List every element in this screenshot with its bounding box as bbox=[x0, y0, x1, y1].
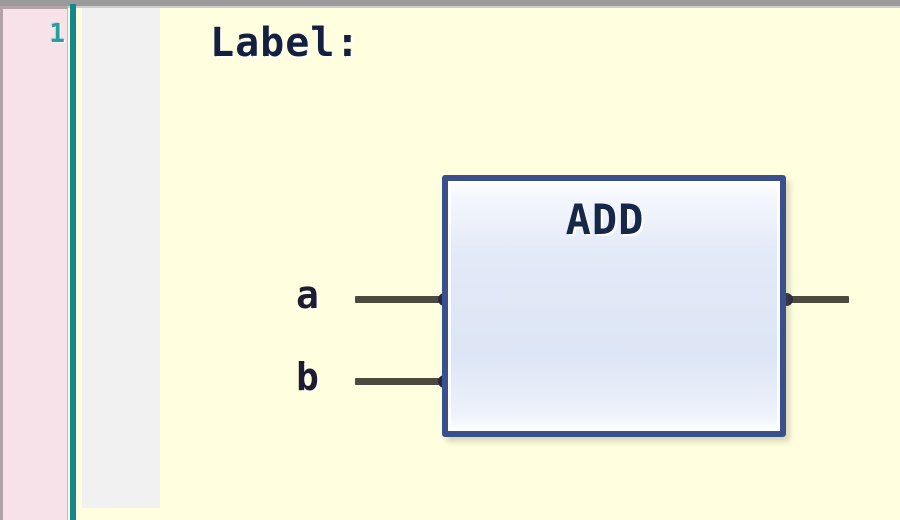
fbd-canvas[interactable]: Label: a b ADD bbox=[160, 8, 900, 520]
wire-input-a[interactable] bbox=[355, 296, 445, 303]
network-selection-rail[interactable] bbox=[70, 4, 76, 520]
line-number-gutter[interactable]: 1 bbox=[0, 6, 68, 520]
wire-output[interactable] bbox=[787, 296, 849, 303]
network-label[interactable]: Label: bbox=[210, 20, 361, 66]
network-margin-column bbox=[82, 8, 160, 508]
input-variable-a[interactable]: a bbox=[296, 273, 319, 317]
wire-input-b[interactable] bbox=[355, 378, 445, 385]
window-top-border bbox=[0, 0, 900, 6]
input-variable-b[interactable]: b bbox=[296, 355, 319, 399]
window-top-border-highlight bbox=[0, 6, 900, 8]
function-block-add[interactable]: ADD bbox=[442, 175, 786, 437]
function-block-title: ADD bbox=[565, 195, 645, 244]
line-number: 1 bbox=[49, 19, 65, 49]
